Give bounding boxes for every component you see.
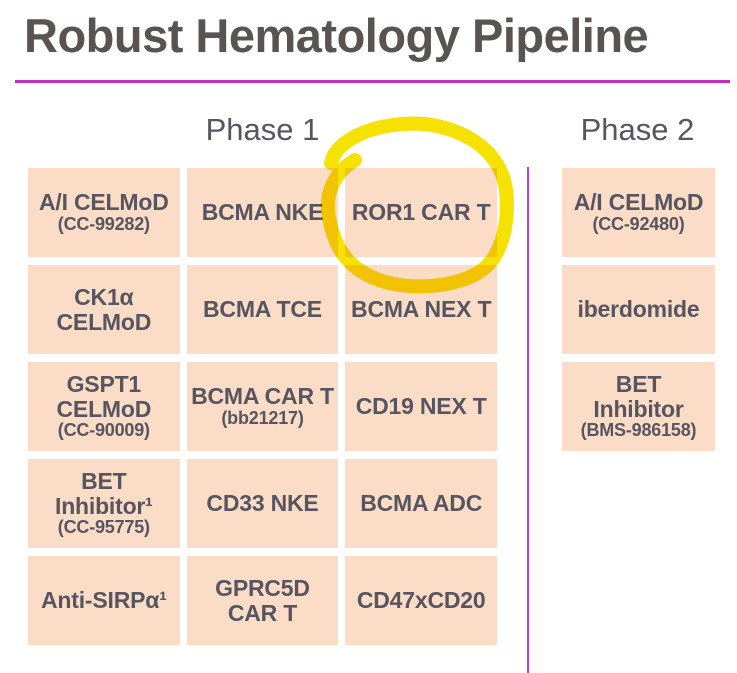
title-underline (15, 80, 730, 83)
phase-2-grid: A/I CELMoD (CC-92480) iberdomide BET Inh… (562, 168, 715, 451)
pipeline-box-bcma-nke: BCMA NKE (186, 168, 339, 257)
pipeline-box-ai-celmod-cc92480: A/I CELMoD (CC-92480) (562, 168, 715, 257)
pipeline-box-cd19-nex-t: CD19 NEX T (345, 362, 497, 451)
pipeline-box-ck1a-celmod: CK1α CELMoD (28, 265, 180, 354)
pipeline-box-gprc5d-car-t: GPRC5D CAR T (186, 556, 339, 645)
pipeline-box-bet-inhibitor-cc95775: BET Inhibitor¹ (CC-95775) (28, 459, 180, 548)
pipeline-box-ror1-car-t: ROR1 CAR T (345, 168, 497, 257)
pipeline-box-iberdomide: iberdomide (562, 265, 715, 354)
pipeline-box-cd33-nke: CD33 NKE (186, 459, 339, 548)
pipeline-box-anti-sirpa: Anti-SIRPα¹ (28, 556, 180, 645)
pipeline-box-cd47xcd20: CD47xCD20 (345, 556, 497, 645)
pipeline-box-bcma-tce: BCMA TCE (186, 265, 339, 354)
pipeline-box-gspt1-celmod-cc90009: GSPT1 CELMoD (CC-90009) (28, 362, 180, 451)
phase-divider-line (527, 167, 529, 673)
pipeline-box-bcma-car-t-bb21217: BCMA CAR T (bb21217) (186, 362, 339, 451)
pipeline-box-bet-inhibitor-bms986158: BET Inhibitor (BMS-986158) (562, 362, 715, 451)
page-title: Robust Hematology Pipeline (24, 9, 649, 62)
phase-2-header: Phase 2 (580, 112, 695, 147)
pipeline-box-ai-celmod-cc99282: A/I CELMoD (CC-99282) (28, 168, 180, 257)
phase-1-grid: A/I CELMoD (CC-99282) BCMA NKE ROR1 CAR … (28, 168, 497, 645)
pipeline-box-bcma-adc: BCMA ADC (345, 459, 497, 548)
phase-1-header: Phase 1 (205, 112, 320, 147)
pipeline-box-bcma-nex-t: BCMA NEX T (345, 265, 497, 354)
